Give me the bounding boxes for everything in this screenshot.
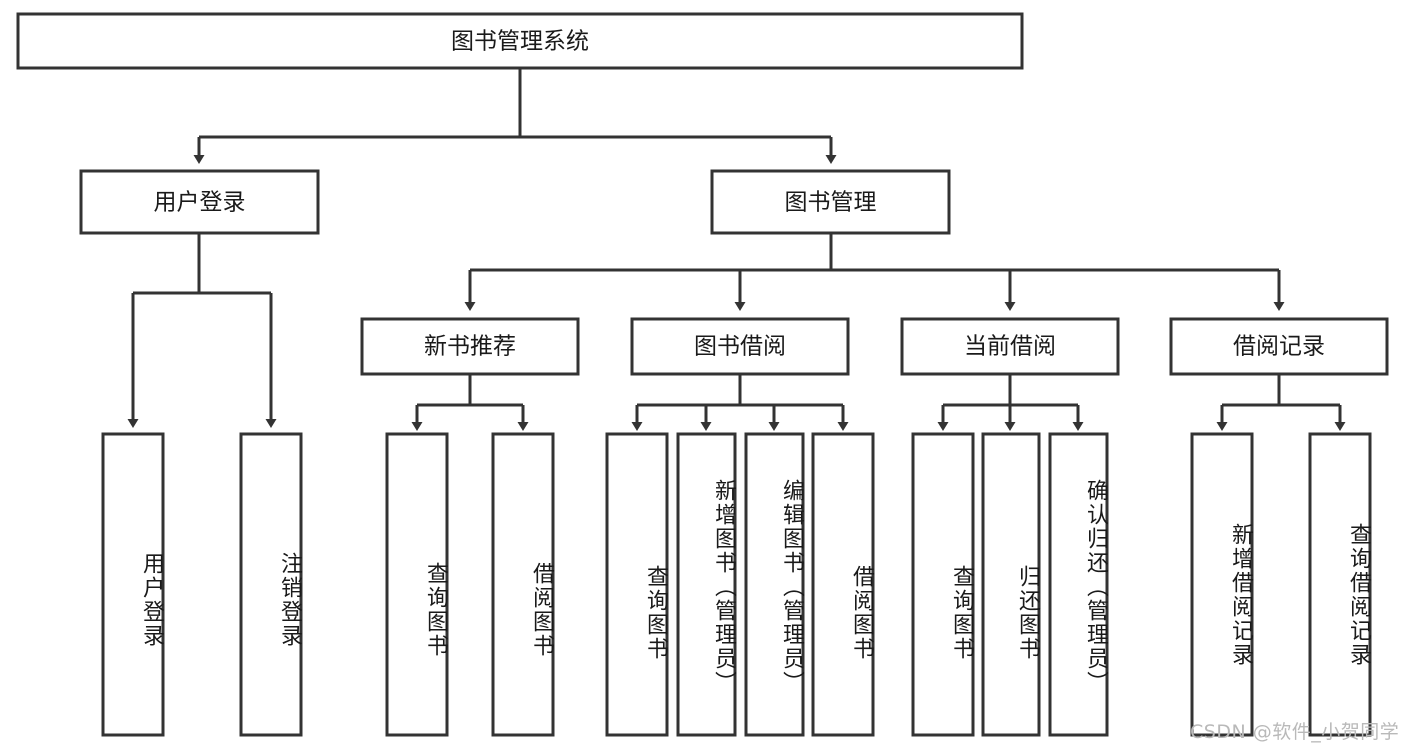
node-current-borrow-label: 当前借阅 xyxy=(964,334,1056,360)
node-new-book-recommend[interactable] xyxy=(360,317,580,376)
node-leaf-book-borrow-3[interactable] xyxy=(744,432,805,737)
node-user-login[interactable] xyxy=(79,169,320,235)
node-leaf-book-borrow-4[interactable] xyxy=(811,432,875,737)
node-new-book-recommend-label: 新书推荐 xyxy=(424,334,516,360)
node-book-manage-label: 图书管理 xyxy=(785,190,877,216)
node-leaf-user-login-2[interactable] xyxy=(239,432,303,737)
node-leaf-book-borrow-2[interactable] xyxy=(676,432,737,737)
node-root-label: 图书管理系统 xyxy=(451,29,589,55)
node-leaf-current-borrow-3[interactable] xyxy=(1048,432,1109,737)
csdn-watermark: CSDN @软件_小贺同学 xyxy=(1190,721,1400,743)
node-leaf-user-login-1[interactable] xyxy=(101,432,165,737)
node-user-login-label: 用户登录 xyxy=(154,190,246,216)
node-leaf-current-borrow-2[interactable] xyxy=(981,432,1041,737)
node-leaf-new-book-1[interactable] xyxy=(385,432,449,737)
node-leaf-borrow-record-1[interactable] xyxy=(1190,432,1254,737)
node-leaf-borrow-record-2[interactable] xyxy=(1308,432,1372,737)
node-book-borrow[interactable] xyxy=(630,317,850,376)
node-borrow-record[interactable] xyxy=(1169,317,1389,376)
node-leaf-current-borrow-1[interactable] xyxy=(911,432,975,737)
node-current-borrow[interactable] xyxy=(900,317,1120,376)
node-book-manage[interactable] xyxy=(710,169,951,235)
node-leaf-new-book-2[interactable] xyxy=(491,432,555,737)
node-root[interactable] xyxy=(16,12,1024,70)
node-borrow-record-label: 借阅记录 xyxy=(1233,334,1325,360)
node-book-borrow-label: 图书借阅 xyxy=(694,334,786,360)
node-leaf-book-borrow-1[interactable] xyxy=(605,432,669,737)
